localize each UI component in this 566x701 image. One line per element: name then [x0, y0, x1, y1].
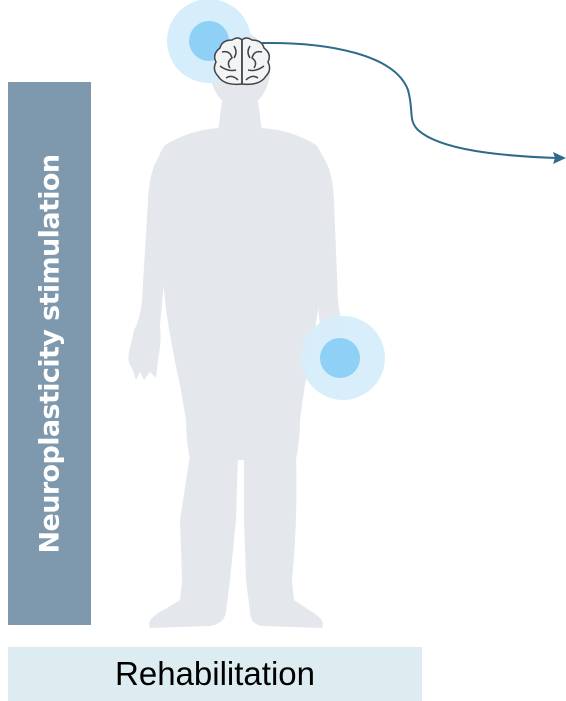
bottom-banner: Rehabilitation [8, 647, 422, 701]
bottom-banner-label: Rehabilitation [8, 647, 422, 701]
vertical-banner-label: Neuroplasticity stimulation [34, 154, 65, 553]
brain-icon [214, 38, 269, 84]
vertical-banner: Neuroplasticity stimulation [8, 82, 91, 625]
hand-glow-icon [301, 316, 385, 400]
